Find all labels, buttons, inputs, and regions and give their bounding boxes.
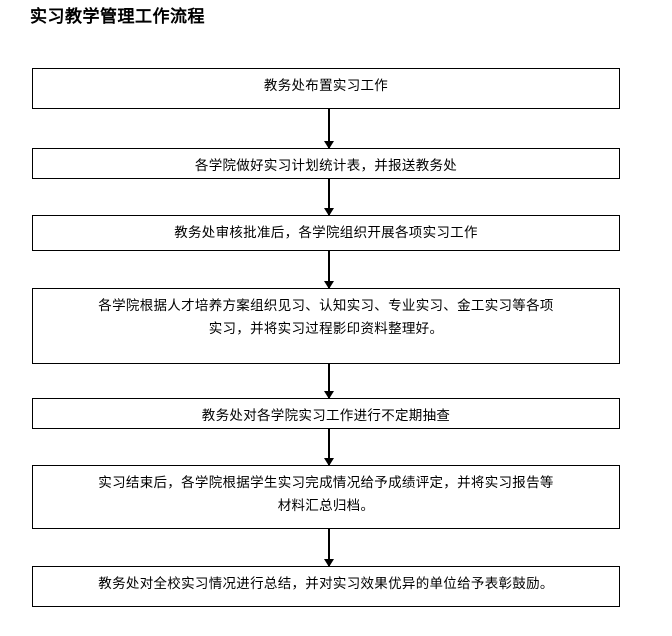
flow-arrow-step-6-to-step-7: [328, 529, 330, 566]
flow-node-step-3: 教务处审核批准后，各学院组织开展各项实习工作: [32, 215, 620, 251]
flow-node-label: 教务处布置实习工作: [263, 78, 389, 94]
flow-node-label: 教务处对全校实习情况进行总结，并对实习效果优异的单位给予表彰鼓励。: [98, 576, 554, 592]
flow-node-step-7: 教务处对全校实习情况进行总结，并对实习效果优异的单位给予表彰鼓励。: [32, 566, 620, 607]
flow-node-step-2: 各学院做好实习计划统计表，并报送教务处: [32, 148, 620, 179]
flow-node-step-1: 教务处布置实习工作: [32, 68, 620, 109]
flow-node-label: 教务处审核批准后，各学院组织开展各项实习工作: [174, 225, 478, 241]
flow-node-label: 各学院做好实习计划统计表，并报送教务处: [194, 158, 458, 174]
flow-arrow-step-1-to-step-2: [328, 109, 330, 148]
flow-arrow-step-4-to-step-5: [328, 364, 330, 398]
flow-node-label: 教务处对各学院实习工作进行不定期抽查: [201, 408, 451, 424]
flow-node-label-line-2: 实习，并将实习过程影印资料整理好。: [208, 321, 444, 337]
flow-node-step-4: 各学院根据人才培养方案组织见习、认知实习、专业实习、金工实习等各项 实习，并将实…: [32, 288, 620, 364]
flow-node-step-5: 教务处对各学院实习工作进行不定期抽查: [32, 398, 620, 429]
page-title: 实习教学管理工作流程: [30, 7, 205, 27]
flow-node-label-line-1: 实习结束后，各学院根据学生实习完成情况给予成绩评定，并将实习报告等: [98, 475, 554, 491]
flow-arrow-step-2-to-step-3: [328, 179, 330, 215]
flow-node-label-line-1: 各学院根据人才培养方案组织见习、认知实习、专业实习、金工实习等各项: [98, 298, 554, 314]
flow-arrow-step-5-to-step-6: [328, 429, 330, 465]
flow-arrow-step-3-to-step-4: [328, 251, 330, 288]
flow-node-label-line-2: 材料汇总归档。: [277, 498, 375, 514]
flow-node-step-6: 实习结束后，各学院根据学生实习完成情况给予成绩评定，并将实习报告等 材料汇总归档…: [32, 465, 620, 529]
